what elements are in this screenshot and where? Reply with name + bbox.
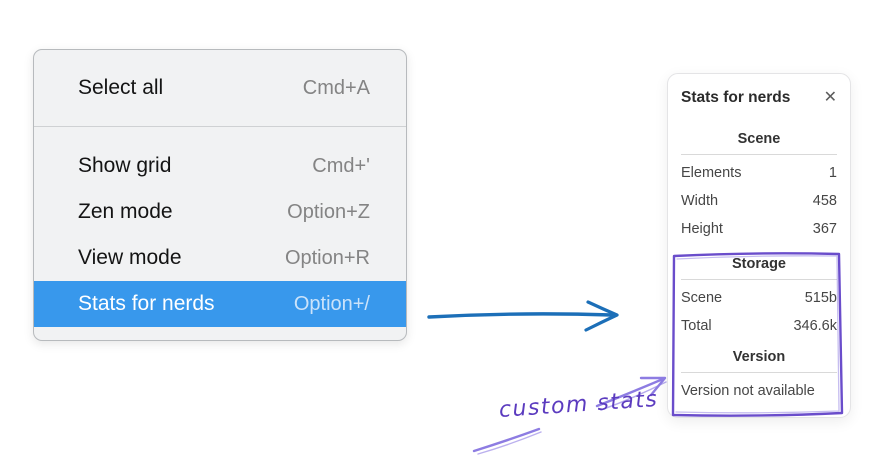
version-note: Version not available [681, 383, 815, 399]
menu-item-shortcut: Cmd+' [312, 154, 370, 177]
menu-item-label: View mode [78, 246, 182, 269]
stat-row-width: Width 458 [681, 187, 837, 215]
stat-row-elements: Elements 1 [681, 159, 837, 187]
menu-item-show-grid[interactable]: Show grid Cmd+' [34, 143, 406, 189]
stat-row-total-storage: Total 346.6k [681, 312, 837, 340]
storage-section-heading: Storage [732, 256, 786, 272]
panel-title: Stats for nerds [681, 89, 791, 106]
menu-item-view-mode[interactable]: View mode Option+R [34, 235, 406, 281]
scene-section-heading: Scene [737, 131, 781, 147]
blue-arrow [427, 300, 619, 332]
stat-value: 1 [828, 165, 837, 181]
divider [681, 372, 837, 373]
stat-label: Height [681, 221, 723, 237]
menu-item-shortcut: Option+R [284, 246, 370, 269]
version-section-heading: Version [732, 349, 786, 365]
menu-item-label: Zen mode [78, 200, 173, 223]
menu-item-stats-for-nerds[interactable]: Stats for nerds Option+/ [34, 281, 406, 327]
divider [681, 279, 837, 280]
stat-value: 367 [812, 221, 837, 237]
stat-row-scene-storage: Scene 515b [681, 284, 837, 312]
purple-tail-stroke [472, 427, 541, 453]
menu-item-label: Show grid [78, 154, 172, 177]
menu-section-bottom: Show grid Cmd+' Zen mode Option+Z View m… [34, 127, 406, 339]
purple-tail-line [472, 427, 542, 455]
stat-label: Scene [681, 290, 723, 306]
stat-label: Total [681, 318, 712, 334]
menu-item-label: Select all [78, 76, 164, 99]
divider [681, 154, 837, 155]
menu-item-shortcut: Option+/ [293, 292, 370, 315]
stat-row-height: Height 367 [681, 215, 837, 243]
blue-arrow-shaft [427, 312, 614, 319]
menu-item-shortcut: Cmd+A [302, 76, 370, 99]
stat-label: Width [681, 193, 719, 209]
menu-item-select-all[interactable]: Select all Cmd+A [34, 65, 406, 111]
menu-section-top: Select all Cmd+A [34, 50, 406, 111]
blue-arrow-head [584, 300, 619, 332]
menu-item-label: Stats for nerds [78, 292, 215, 315]
stats-for-nerds-panel: Stats for nerds ✕ Scene Elements 1 Width… [667, 73, 851, 418]
stat-value: 346.6k [793, 318, 837, 334]
panel-header: Stats for nerds ✕ [681, 86, 837, 110]
menu-item-zen-mode[interactable]: Zen mode Option+Z [34, 189, 406, 235]
menu-divider [34, 126, 406, 127]
purple-tail-stroke-echo [477, 431, 542, 455]
stat-label: Elements [681, 165, 742, 181]
context-menu: Select all Cmd+A Show grid Cmd+' Zen mod… [33, 49, 407, 341]
stat-value: 458 [812, 193, 837, 209]
close-icon[interactable]: ✕ [823, 89, 837, 106]
stat-value: 515b [804, 290, 837, 306]
menu-item-shortcut: Option+Z [287, 200, 370, 223]
custom-stats-annotation: custom stats [498, 386, 660, 423]
